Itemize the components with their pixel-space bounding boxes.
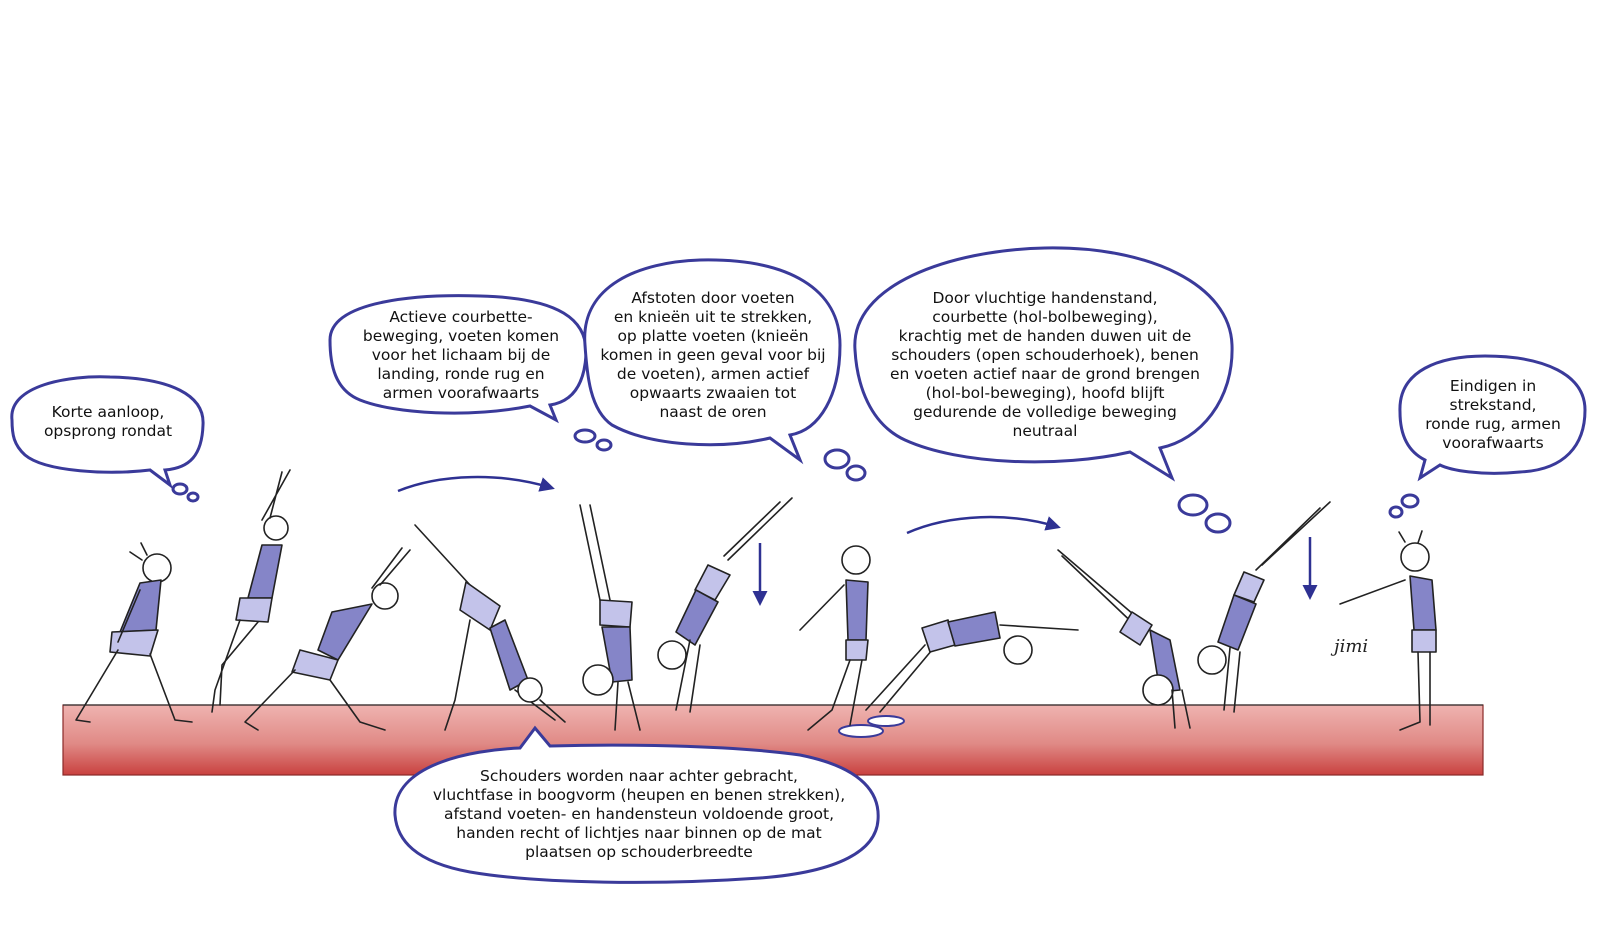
gymnast-figure-icon: [244, 547, 411, 731]
gymnast-figure-icon: [657, 497, 793, 713]
gymnast-figure-icon: [1057, 549, 1191, 729]
bubble-korte-aanloop-text: Korte aanloop, opsprong rondat: [43, 403, 173, 440]
down-arrow-icon: [752, 537, 1318, 606]
thought-bubble-icon: [583, 258, 867, 482]
gymnast-figure-icon: [579, 504, 641, 731]
thought-bubble-icon: [10, 375, 205, 503]
gymnast-figure-icon: [75, 542, 193, 723]
curved-arrow-icon: [397, 475, 1061, 535]
gymnast-figure-icon: [799, 545, 871, 731]
foot-placement-marker-icon: [838, 715, 905, 738]
bubble-actieve-courbette-text: Actieve courbette- beweging, voeten kome…: [362, 307, 560, 402]
bubble-eindigen-text: Eindigen in strekstand, ronde rug, armen…: [1425, 377, 1561, 452]
thought-bubble-icon: [853, 246, 1234, 534]
artist-signature: jimi: [1334, 636, 1369, 657]
bubble-vluchtige-handenstand-text: Door vluchtige handenstand, courbette (h…: [890, 289, 1200, 440]
bubble-afstoten-text: Afstoten door voeten en knieën uit te st…: [600, 288, 826, 421]
gymnast-figure-icon: [211, 469, 291, 713]
gymnast-figure-icon: [414, 524, 566, 731]
gymnast-figure-icon: [865, 611, 1079, 713]
gymnast-figure-icon: [1197, 501, 1331, 713]
thought-bubble-icon: [393, 725, 880, 884]
thought-bubble-icon: [1388, 354, 1587, 519]
thought-bubble-icon: [328, 294, 613, 452]
bubble-schouders-text: Schouders worden naar achter gebracht, v…: [432, 766, 846, 861]
gymnast-figure-icon: [1339, 530, 1437, 731]
